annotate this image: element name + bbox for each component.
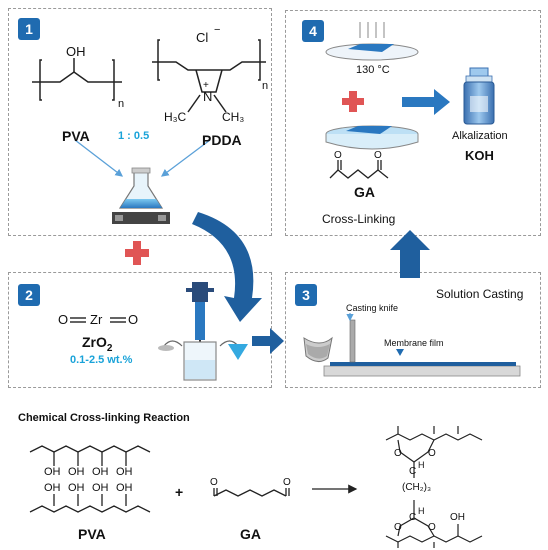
ga-label: GA	[354, 184, 375, 200]
product-o-3: O	[394, 522, 402, 533]
step-2-badge: 2	[18, 284, 40, 306]
reaction-pva-chains	[29, 445, 151, 513]
casting-knife-label: Casting knife	[346, 303, 399, 313]
plus-icon-red	[342, 91, 364, 112]
panel-2-zro2	[8, 272, 272, 388]
reaction-product-structure	[385, 426, 483, 548]
zro2-o2: O	[128, 312, 139, 327]
product-o-1: O	[394, 448, 402, 459]
pdda-n-plus: +	[203, 80, 209, 91]
pva-oh-3: OH	[92, 466, 109, 478]
reaction-ga-label: GA	[240, 526, 261, 542]
product-h-2: H	[418, 506, 425, 516]
product-ch2: (CH₂)₃	[402, 482, 432, 493]
pva-oh-4: OH	[116, 466, 133, 478]
pva-oh-label: OH	[66, 44, 86, 59]
pdda-cl-label: Cl	[196, 30, 209, 45]
zro2-structure	[70, 317, 126, 323]
ga-reaction-o-right: O	[283, 477, 291, 488]
flask-on-stirrer-icon	[112, 167, 170, 224]
product-o-2: O	[428, 448, 436, 459]
membrane-film-label: Membrane film	[384, 338, 444, 348]
step-1-badge: 1	[18, 18, 40, 40]
zro2-zr: Zr	[90, 312, 103, 327]
oven-temperature: 130 °C	[356, 64, 390, 76]
pdda-n-label: N	[203, 89, 213, 104]
alkalization-label: Alkalization	[452, 130, 508, 142]
pdda-n-sub: n	[262, 80, 269, 92]
zro2-concentration: 0.1-2.5 wt.%	[70, 354, 133, 366]
pva-structure	[32, 58, 122, 101]
step-4-badge: 4	[302, 20, 324, 42]
sonicator-icon	[158, 282, 248, 381]
step-3-badge: 3	[295, 284, 317, 306]
arrow-to-alkalization	[402, 89, 450, 115]
product-o-4: O	[428, 522, 436, 533]
arrow-3-to-4	[390, 230, 430, 278]
ga-reaction-o-left: O	[210, 477, 218, 488]
zro2-text: ZrO	[82, 334, 107, 350]
zro2-label: ZrO2	[82, 334, 112, 354]
pva-n-label: n	[118, 98, 125, 110]
pdda-label: PDDA	[202, 132, 242, 148]
pdda-ch3-label: CH₃	[222, 110, 245, 124]
reaction-pva-label: PVA	[78, 526, 106, 542]
product-h-1: H	[418, 460, 425, 470]
pva-label: PVA	[62, 128, 90, 144]
pdda-structure	[152, 39, 266, 113]
reaction-title: Chemical Cross-linking Reaction	[18, 412, 190, 424]
pva-to-flask-arrow	[74, 139, 124, 177]
product-c-2: C	[409, 512, 417, 523]
oven-dish-icon	[325, 22, 419, 61]
reaction-ga-structure	[213, 488, 290, 497]
curved-arrow-1-to-2	[192, 212, 262, 322]
pva-oh-1: OH	[44, 466, 61, 478]
pva-oh-6: OH	[68, 482, 85, 494]
pva-oh-2: OH	[68, 466, 85, 478]
plus-icon-red	[125, 241, 149, 265]
pva-oh-5: OH	[44, 482, 61, 494]
pdda-to-flask-arrow	[160, 139, 211, 177]
panel-3-title: Solution Casting	[436, 287, 524, 301]
ratio-label: 1 : 0.5	[118, 130, 150, 142]
pdda-h3c-label: H₃C	[164, 110, 187, 124]
crosslinking-label: Cross-Linking	[322, 212, 396, 226]
pdda-cl-minus: −	[214, 24, 221, 36]
product-c-1: C	[409, 466, 417, 477]
zro2-o1: O	[58, 312, 69, 327]
petri-dish-icon	[325, 125, 419, 150]
ga-o-right: O	[374, 150, 382, 161]
pva-oh-7: OH	[92, 482, 109, 494]
product-oh: OH	[450, 512, 465, 523]
casting-setup-icon	[303, 313, 521, 377]
arrow-2-to-3	[252, 328, 284, 354]
pva-oh-8: OH	[116, 482, 133, 494]
ga-structure	[329, 160, 389, 179]
koh-vial-icon	[463, 67, 495, 125]
zro2-sub: 2	[106, 342, 113, 354]
reaction-plus: +	[175, 484, 184, 500]
ga-o-left: O	[334, 150, 342, 161]
koh-label: KOH	[465, 148, 494, 163]
